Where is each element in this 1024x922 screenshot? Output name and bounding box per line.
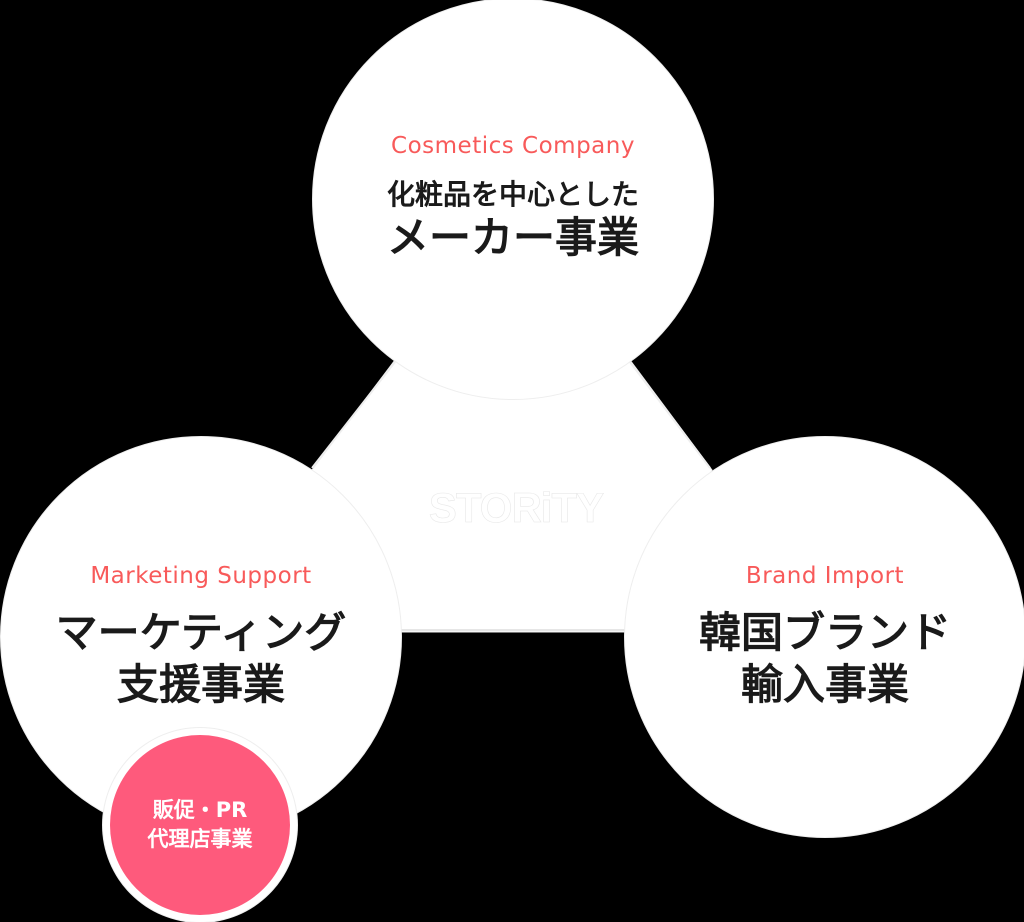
node-ja-line2: メーカー事業 <box>386 213 639 263</box>
node-en-label: Brand Import <box>745 562 905 589</box>
sub-node-sales-promotion: 販促・PR 代理店事業 <box>110 735 290 915</box>
node-cosmetics-company: Cosmetics Company 化粧品を中心とした メーカー事業 <box>312 0 714 400</box>
sub-node-line2: 代理店事業 <box>147 827 253 851</box>
center-logo: STORiTY <box>428 484 605 532</box>
node-en-label: Marketing Support <box>90 562 312 589</box>
sub-node-line1: 販促・PR <box>152 797 248 822</box>
node-brand-import: Brand Import 韓国ブランド 輸入事業 <box>624 436 1024 838</box>
node-ja-line1: マーケティング <box>55 607 347 657</box>
node-ja-line1: 化粧品を中心とした <box>386 178 639 212</box>
node-ja-line1: 韓国ブランド <box>698 607 951 657</box>
node-marketing-support: Marketing Support マーケティング 支援事業 <box>0 436 402 838</box>
node-ja-line2: 輸入事業 <box>740 660 909 709</box>
node-en-label: Cosmetics Company <box>391 133 635 160</box>
node-ja-line2: 支援事業 <box>116 660 285 709</box>
